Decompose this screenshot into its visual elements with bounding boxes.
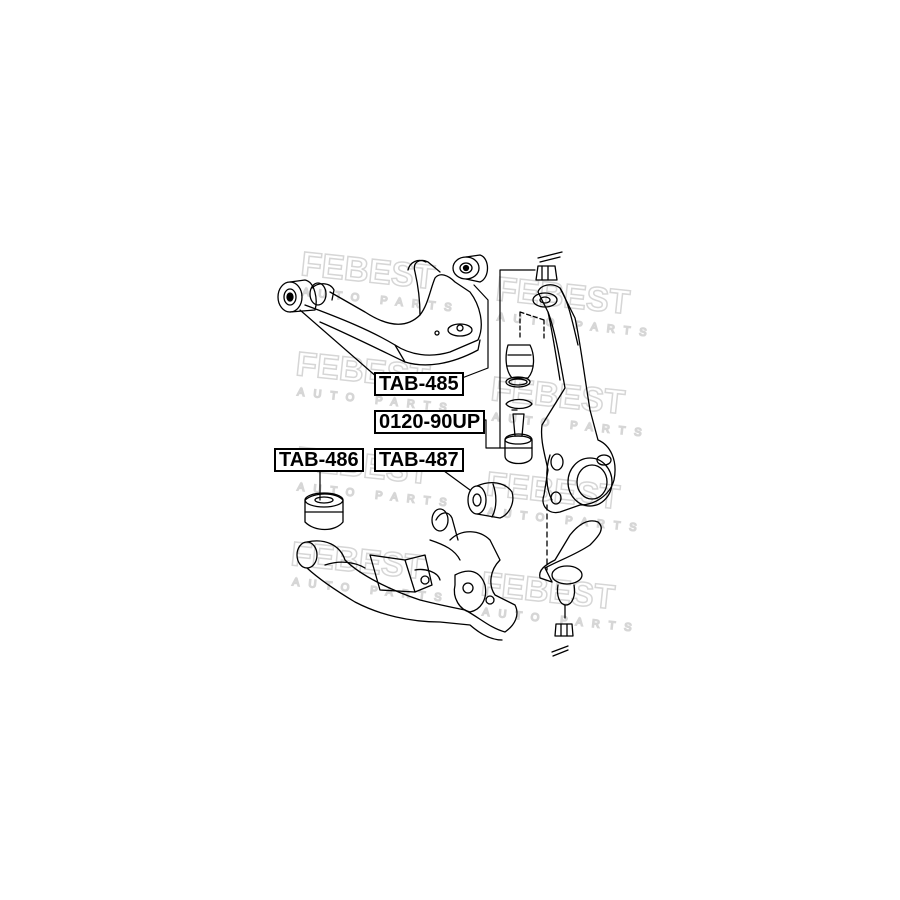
bushing-tab487 xyxy=(467,481,514,519)
ball-joint-parts xyxy=(504,251,563,465)
watermark-6: FEBEST AUTO PARTS xyxy=(488,369,651,440)
label-tab-485[interactable]: TAB-485 xyxy=(374,372,464,396)
lower-control-arm xyxy=(296,508,518,641)
label-tab-487[interactable]: TAB-487 xyxy=(374,448,464,472)
bushing-tab485-left xyxy=(277,279,317,313)
watermark-4: FEBEST AUTO PARTS xyxy=(288,534,451,605)
watermark-1: FEBEST AUTO PARTS xyxy=(298,244,461,315)
label-0120-90up[interactable]: 0120-90UP xyxy=(374,410,486,434)
upper-control-arm xyxy=(304,259,482,366)
lower-ball-joint xyxy=(539,520,602,657)
watermark-7: FEBEST AUTO PARTS xyxy=(483,464,646,535)
bushing-tab486 xyxy=(304,492,344,531)
watermark-5: FEBEST AUTO PARTS xyxy=(493,269,656,340)
watermark-group: FEBEST AUTO PARTS FEBEST AUTO PARTS FEBE… xyxy=(288,244,656,635)
bushing-tab485-right xyxy=(452,254,489,283)
steering-knuckle xyxy=(532,284,616,514)
label-tab-486[interactable]: TAB-486 xyxy=(274,448,364,472)
